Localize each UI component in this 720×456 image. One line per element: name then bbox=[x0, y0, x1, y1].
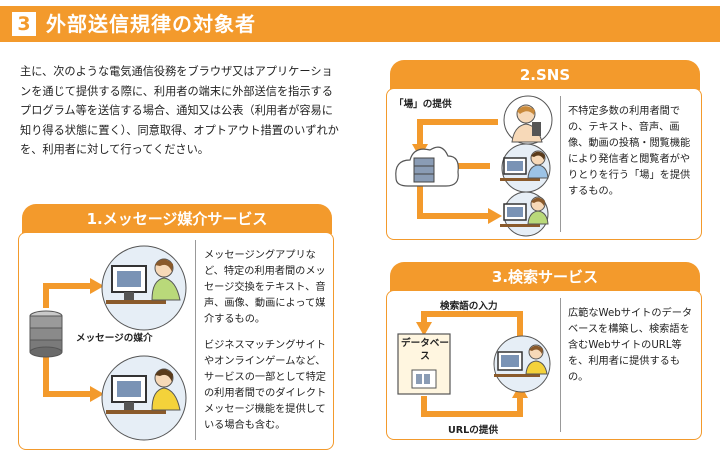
search-query-label: 検索語の入力 bbox=[440, 301, 498, 312]
search-illustration bbox=[397, 311, 551, 417]
intro-text: 主に、次のような電気通信役務をブラウザ又はアプリケーションを通じて提供する際に、… bbox=[20, 65, 339, 156]
user-phone-icon bbox=[503, 95, 553, 145]
user-pc-icon bbox=[500, 143, 551, 193]
message-illustration bbox=[29, 245, 187, 441]
sns-illustration bbox=[395, 95, 553, 237]
search-panel-title: 3.検索サービス bbox=[390, 262, 700, 292]
message-panel-title: 1.メッセージ媒介サービス bbox=[22, 204, 332, 234]
user-pc-icon bbox=[500, 191, 549, 237]
server-icon bbox=[29, 310, 63, 358]
message-divider bbox=[195, 240, 196, 440]
sns-platform-label: 「場」の提供 bbox=[394, 99, 452, 110]
sns-panel-title: 2.SNS bbox=[390, 60, 700, 90]
section-title: 外部送信規律の対象者 bbox=[46, 12, 256, 36]
user-pc-icon bbox=[493, 335, 551, 393]
user-pc-icon bbox=[101, 355, 187, 441]
section-number: 3 bbox=[12, 12, 36, 36]
sns-divider bbox=[560, 96, 561, 232]
cloud-server-icon bbox=[395, 146, 459, 187]
message-relay-label: メッセージの媒介 bbox=[76, 333, 153, 344]
search-url-label: URLの提供 bbox=[448, 425, 499, 436]
database-label: データベース bbox=[401, 338, 449, 362]
message-description: メッセージングアプリなど、特定の利用者間のメッセージ交換をテキスト、音声、画像、… bbox=[204, 250, 326, 325]
search-divider bbox=[560, 298, 561, 432]
section-header: 3 外部送信規律の対象者 bbox=[0, 6, 720, 42]
user-pc-icon bbox=[101, 245, 187, 331]
search-description: 広範なWebサイトのデータベースを構築し、検索語を含むWebサイトのURL等を、… bbox=[568, 308, 693, 383]
sns-description: 不特定多数の利用者間での、テキスト、音声、画像、動画の投稿・閲覧機能により発信者… bbox=[568, 106, 691, 197]
database-icon bbox=[397, 333, 451, 395]
message-description-extra: ビジネスマッチングサイトやオンラインゲームなど、サービスの一部として特定の利用者… bbox=[204, 340, 327, 431]
